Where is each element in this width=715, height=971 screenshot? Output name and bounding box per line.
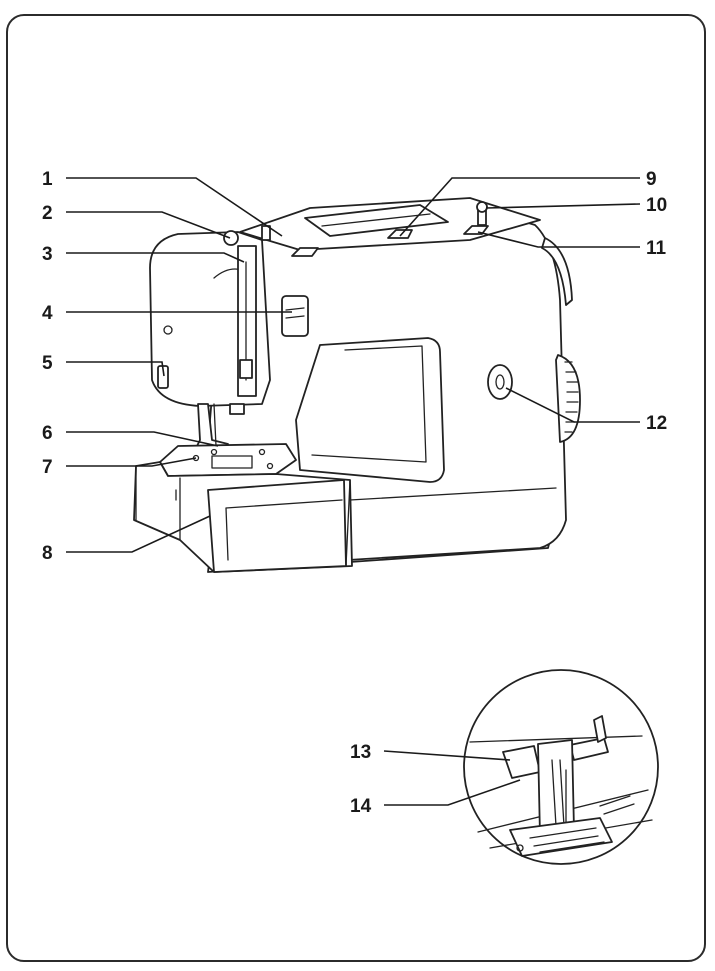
leader-lines <box>66 177 641 806</box>
needle-detail-inset <box>463 669 659 865</box>
callout-10: 10 <box>646 195 667 216</box>
tension-dial <box>223 230 239 246</box>
callout-3: 3 <box>42 244 53 265</box>
callout-1: 1 <box>42 169 53 190</box>
needle-bar-housing <box>237 245 257 397</box>
callout-7: 7 <box>42 457 53 478</box>
page-frame <box>6 14 706 962</box>
leader-14 <box>384 779 521 806</box>
callout-5: 5 <box>42 353 53 374</box>
callout-6: 6 <box>42 423 53 444</box>
callout-13: 13 <box>350 742 371 763</box>
leader-5 <box>66 361 165 377</box>
leader-1 <box>66 177 283 237</box>
leader-3 <box>66 252 245 263</box>
leader-6 <box>66 431 219 447</box>
callout-8: 8 <box>42 543 53 564</box>
pattern-selector <box>281 295 309 337</box>
leader-13 <box>383 750 511 761</box>
hand-wheel-top <box>541 237 573 306</box>
callout-9: 9 <box>646 169 657 190</box>
leader-11 <box>477 231 640 248</box>
leader-8 <box>66 515 211 553</box>
reverse-button <box>487 364 513 400</box>
leader-7 <box>66 457 197 467</box>
arm-opening <box>295 337 445 483</box>
sewing-machine-illustration <box>133 197 581 573</box>
callout-2: 2 <box>42 203 53 224</box>
callout-4: 4 <box>42 303 53 324</box>
spool-pin <box>261 225 271 241</box>
accessory-box <box>207 479 347 573</box>
callout-12: 12 <box>646 413 667 434</box>
leader-10 <box>485 203 641 209</box>
hand-wheel <box>555 354 581 443</box>
leader-2 <box>66 211 231 239</box>
leader-9 <box>399 177 640 237</box>
callout-11: 11 <box>646 238 667 259</box>
callout-14: 14 <box>350 796 372 817</box>
needle-plate <box>159 443 297 477</box>
leader-12 <box>505 387 640 423</box>
callout-labels: 1 2 3 4 5 6 7 8 9 10 11 12 13 14 <box>42 169 667 817</box>
